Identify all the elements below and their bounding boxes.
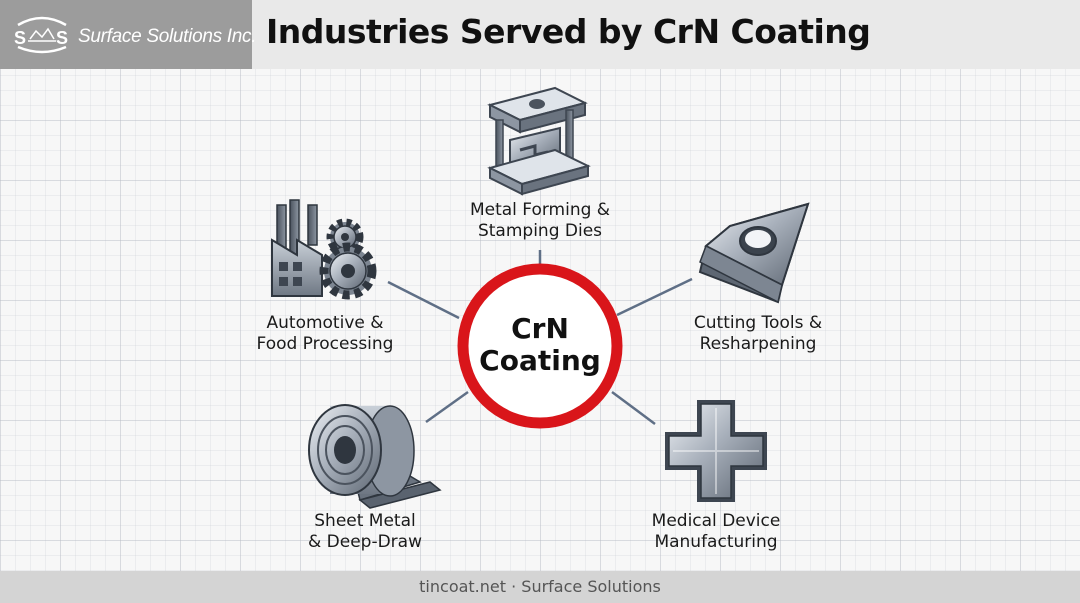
connector-lines — [387, 250, 693, 426]
cutting-insert-icon — [698, 202, 810, 304]
label-metal-forming: Metal Forming & Stamping Dies — [469, 200, 611, 241]
logo-mark-icon: S S — [14, 16, 68, 54]
label-cutting-tools: Cutting Tools & Resharpening — [693, 313, 823, 354]
center-label-line2: Coating — [479, 344, 601, 377]
label-medical-device: Medical Device Manufacturing — [651, 511, 781, 552]
label-sheet-metal: Sheet Metal & Deep-Draw — [308, 511, 422, 552]
company-name: Surface Solutions Inc. — [78, 26, 257, 47]
center-label-line1: CrN — [511, 312, 569, 345]
header-bar: S S Surface Solutions Inc. Industries Se… — [0, 0, 1080, 69]
metal-coil-icon — [308, 404, 442, 509]
footer: tincoat.net · Surface Solutions — [0, 571, 1080, 603]
svg-text:S: S — [56, 28, 68, 48]
die-set-icon — [487, 86, 591, 196]
connector-sheet-metal — [425, 390, 469, 424]
svg-text:S: S — [14, 28, 26, 48]
page-title: Industries Served by CrN Coating — [266, 12, 871, 51]
factory-gears-icon — [271, 199, 377, 300]
connector-cutting-tools — [616, 277, 693, 317]
center-ring — [457, 263, 623, 429]
logo: S S Surface Solutions Inc. — [0, 0, 257, 69]
medical-cross-icon — [665, 400, 767, 502]
center-label: CrN Coating — [460, 313, 620, 377]
connector-medical-device — [611, 390, 656, 426]
connector-automotive — [387, 280, 460, 320]
label-automotive: Automotive & Food Processing — [256, 313, 394, 354]
